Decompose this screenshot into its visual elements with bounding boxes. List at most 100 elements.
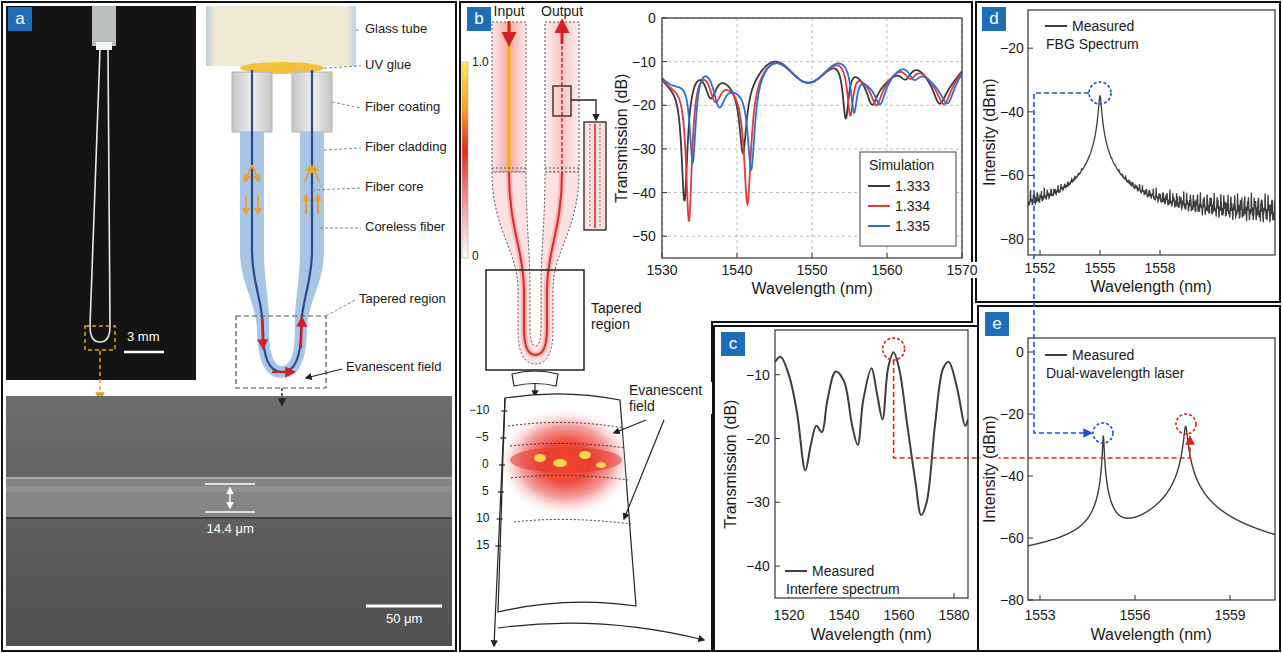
axis-tick: 1540: [721, 262, 754, 278]
axis-ticks: [775, 375, 954, 598]
field-simulation-g-path: [510, 443, 626, 448]
field-simulation-g-line: [501, 410, 507, 411]
field-simulation-line: [614, 420, 646, 433]
fiber-photo: [6, 6, 196, 400]
axis-ticks-line: [1028, 175, 1033, 176]
microscope-image-rect: [6, 486, 452, 492]
axis-ticks-line: [1028, 111, 1033, 112]
colorbar-label: 0: [471, 250, 480, 264]
legend-text: Measured: [811, 563, 875, 579]
probe-schematic-path: [240, 132, 269, 330]
legend-text: 1.333: [894, 178, 931, 194]
axis-ticks-line: [812, 18, 813, 258]
probe-schematic-g-line: [317, 195, 319, 214]
microscope-image-line: [366, 605, 442, 608]
field-simulation-g-path: [508, 422, 624, 428]
axis-ticks-line: [662, 192, 667, 193]
field-simulation-g: [508, 422, 631, 524]
panel-letter: d: [989, 10, 998, 29]
panel-borders-path: [976, 2, 1280, 302]
field-simulation-rect: [584, 122, 606, 230]
part-label: Fiber coating: [364, 100, 441, 115]
field-simulation-g-ellipse: [496, 406, 636, 518]
chart-e: [1028, 338, 1275, 600]
chart-d: [1028, 10, 1275, 255]
part-label: Coreless fiber: [364, 220, 446, 235]
axis-ticks-line: [1230, 595, 1231, 600]
axis-title: Wavelength (nm): [1090, 278, 1213, 296]
axis-ticks-line: [1028, 414, 1033, 415]
probe-schematic-g-line: [301, 318, 302, 348]
axis-ticks-line: [1028, 48, 1033, 49]
field-simulation-line: [600, 124, 601, 228]
axis-ticks-line: [775, 374, 780, 375]
axis-tick: 0: [481, 458, 490, 472]
field-simulation-g-ellipse: [596, 462, 606, 468]
peak-annotations-path: [894, 360, 1190, 458]
probe-schematic-g-line: [305, 195, 307, 214]
probe-schematic-g: [245, 165, 319, 214]
panel-borders-path: [978, 306, 1280, 651]
axis-tick: −40: [631, 185, 657, 201]
port-label: Input: [493, 3, 526, 19]
axis-title: Wavelength (nm): [1090, 626, 1213, 644]
field-simulation-line: [561, 22, 563, 172]
field-simulation-path: [494, 398, 505, 646]
axis-ticks-line: [1028, 352, 1033, 353]
legend-line: [868, 225, 890, 227]
probe-schematic-g: [262, 318, 302, 372]
part-label: Tapered region: [590, 300, 656, 332]
probe-schematic-path: [295, 132, 324, 330]
legend-line: [868, 185, 890, 187]
field-simulation-line: [624, 420, 664, 519]
port-label: Output: [540, 3, 584, 19]
axis-tick: −20: [999, 40, 1025, 56]
axis-title: Transmission (dB): [722, 399, 740, 530]
axis-ticks-line: [662, 105, 667, 106]
axis-ticks-line: [1028, 538, 1033, 539]
axis-tick: 1540: [828, 607, 861, 623]
dimension-label: 14.4 μm: [206, 522, 255, 537]
field-simulation-rect: [492, 22, 526, 172]
axis-tick: −5: [474, 431, 490, 445]
part-label: Fiber core: [364, 180, 425, 195]
field-simulation-path: [492, 172, 579, 364]
legend-note: Interfere spectrum: [785, 581, 901, 597]
chart-c: [775, 330, 968, 598]
field-simulation-rect: [486, 270, 584, 370]
spectrum-charts: [662, 10, 1275, 600]
fiber-photo-rect: [6, 6, 196, 380]
axis-ticks-line: [1160, 250, 1161, 255]
simulated-curve: [662, 63, 962, 221]
axis-tick: 0: [647, 10, 657, 26]
legend-line: [1045, 354, 1067, 356]
probe-schematic-line: [306, 369, 342, 378]
axis-title: Intensity (dBm): [981, 414, 999, 524]
legend-line: [785, 570, 807, 572]
axis-title: Wavelength (nm): [751, 280, 874, 298]
chart-b: [662, 18, 962, 258]
axis-tick: −10: [745, 367, 771, 383]
spectrum-curves: [1028, 96, 1275, 222]
panel-badge: c: [721, 332, 745, 356]
peak-annotations-circle: [1093, 423, 1113, 443]
axis-tick: −20: [745, 431, 771, 447]
peak-annotations-circle: [1176, 414, 1196, 434]
field-simulation-line: [508, 22, 511, 172]
axis-ticks-line: [812, 253, 813, 258]
microscope-image-rect: [6, 478, 452, 518]
scale-label: 3 mm: [126, 330, 161, 345]
axis-ticks-line: [954, 593, 955, 598]
fiber-photo-path: [90, 50, 110, 342]
probe-schematic-g-path: [312, 188, 361, 190]
plot-frame: [1028, 10, 1275, 255]
axis-ticks-line: [1135, 595, 1136, 600]
probe-schematic-g-line: [313, 166, 319, 181]
probe-schematic-line: [281, 388, 282, 405]
microscope-image-rect: [6, 396, 452, 646]
legend-note: Dual-wavelength laser: [1045, 365, 1186, 381]
axis-tick: 1530: [646, 262, 679, 278]
axis-tick: −40: [745, 558, 771, 574]
field-simulation-line: [590, 124, 591, 228]
axis-ticks-line: [1028, 476, 1033, 477]
